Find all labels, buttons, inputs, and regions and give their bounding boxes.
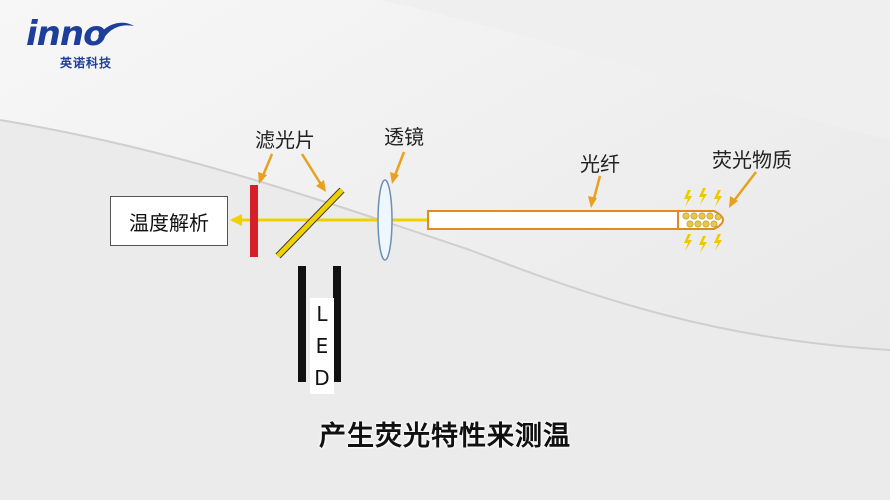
- led-letter-d: D: [314, 366, 330, 390]
- company-logo: inno 英诺科技: [26, 14, 136, 74]
- beam-arrowhead: [230, 214, 242, 226]
- background-wave-upper: [380, 0, 890, 140]
- label-fluorescent-material: 荧光物质: [712, 148, 792, 172]
- led-letter-l: L: [316, 302, 328, 326]
- led-light-source: L E D: [310, 298, 334, 394]
- led-housing-left: [298, 266, 306, 382]
- background-wave-edge: [0, 119, 890, 351]
- arrow-filter-to-diagonal: [300, 153, 324, 187]
- temperature-analysis-box: 温度解析: [110, 196, 228, 246]
- fluorescent-particles: [682, 212, 722, 228]
- logo-company-name: 英诺科技: [60, 56, 113, 70]
- red-filter-bar: [250, 185, 258, 257]
- logo-swoosh-icon: [98, 22, 134, 38]
- led-housing-right: [333, 266, 341, 382]
- optical-fiber: [427, 210, 679, 230]
- label-arrows: [258, 151, 757, 208]
- lens: [377, 179, 393, 261]
- label-fiber: 光纤: [580, 152, 620, 176]
- label-lens: 透镜: [384, 125, 424, 149]
- spark-icons: [684, 188, 722, 253]
- logo-brand-text: inno: [26, 14, 106, 54]
- diagonal-filter: [276, 188, 344, 258]
- led-letter-e: E: [315, 334, 329, 358]
- video-subtitle: 产生荧光特性来测温: [319, 421, 571, 452]
- arrow-lens: [392, 151, 406, 179]
- arrow-fluorescent: [732, 171, 757, 203]
- label-filter: 滤光片: [255, 128, 315, 152]
